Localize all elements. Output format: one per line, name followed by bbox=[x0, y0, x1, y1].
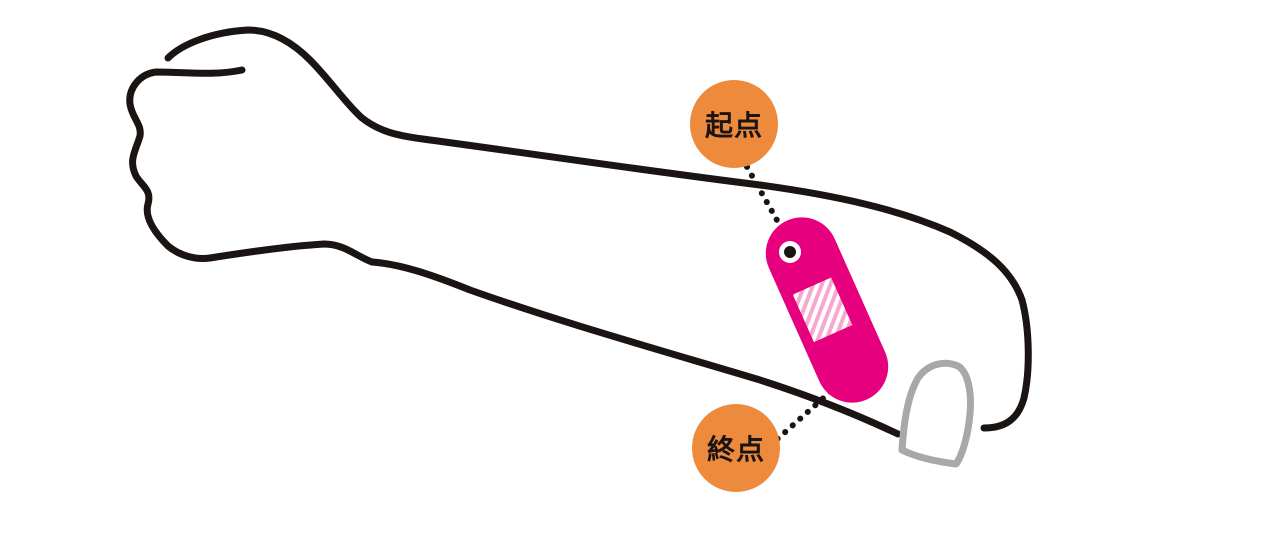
start-point-dot-icon bbox=[779, 241, 801, 263]
end-point-label: 終点 bbox=[692, 404, 780, 492]
forearm-bottom-contour bbox=[368, 258, 902, 438]
fist-contour bbox=[126, 66, 376, 266]
leader-line-end bbox=[771, 382, 841, 445]
dotted-leader-line bbox=[739, 155, 841, 445]
start-point-text: 起点 bbox=[704, 109, 763, 142]
tape-stripe-patch bbox=[792, 277, 853, 343]
start-point-label: 起点 bbox=[690, 80, 778, 168]
kinesiology-tape-strip bbox=[765, 217, 889, 403]
forearm-top-contour bbox=[164, 26, 1032, 432]
end-point-text: 終点 bbox=[706, 433, 765, 466]
leader-line-start bbox=[739, 155, 781, 225]
forearm-outline bbox=[126, 26, 1032, 438]
elbow-cap-outline bbox=[898, 359, 974, 468]
